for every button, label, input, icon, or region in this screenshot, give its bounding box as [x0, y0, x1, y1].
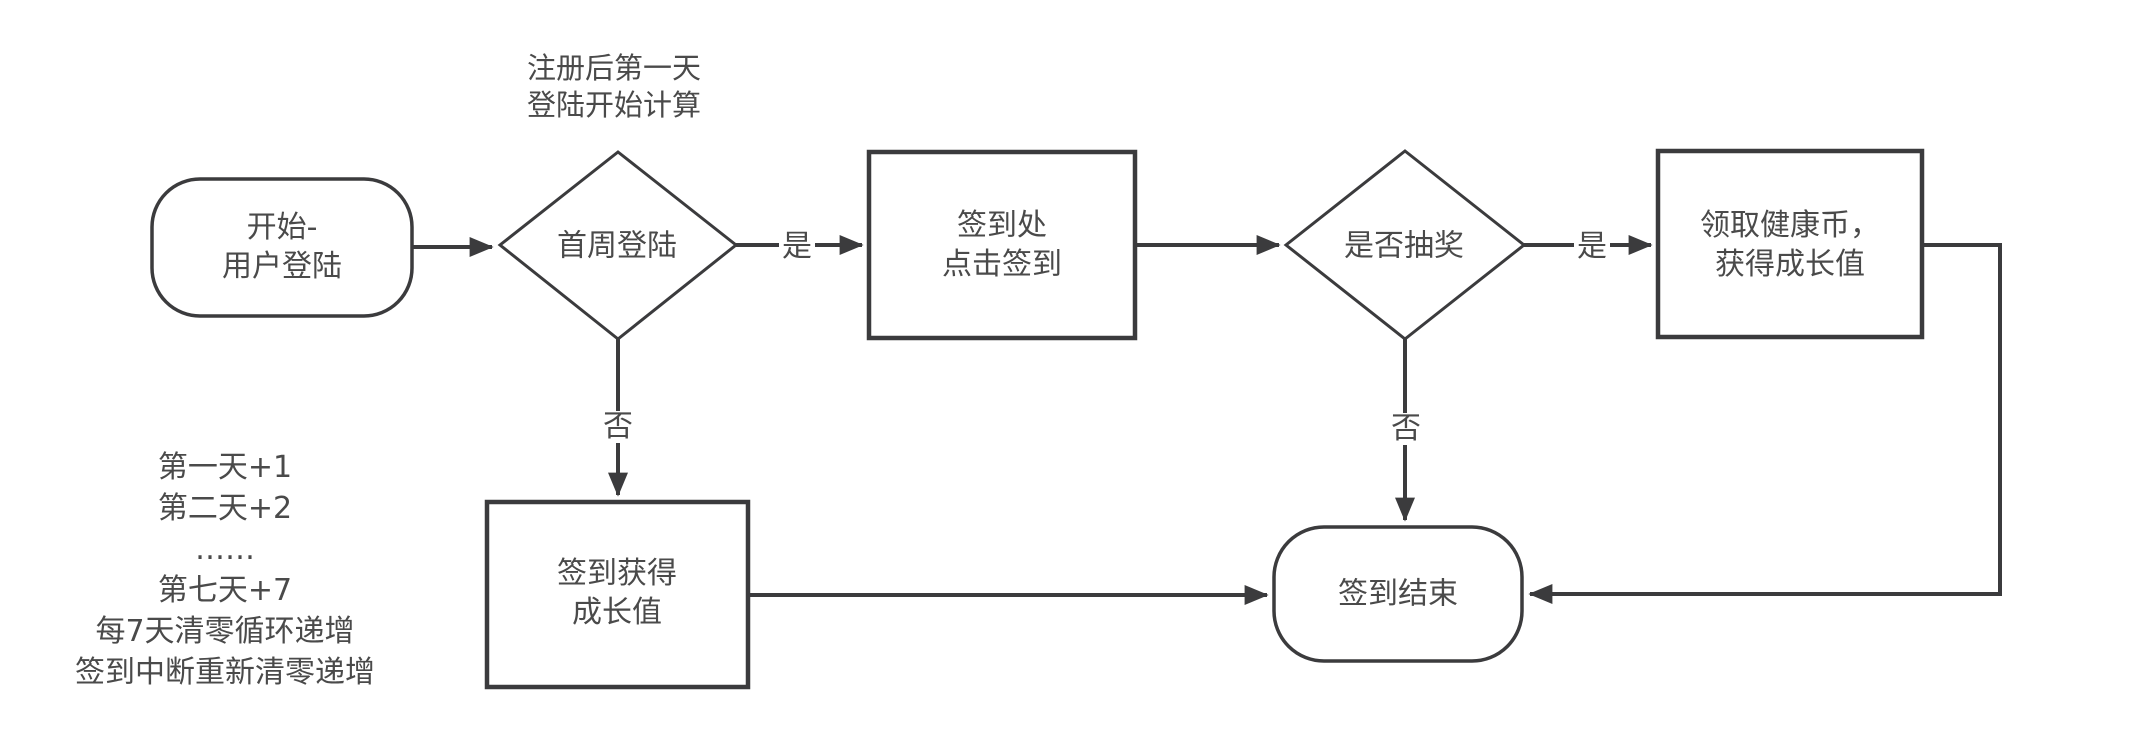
checkin-growth-line2: 成长值: [572, 595, 662, 630]
end-node-label: 签到结束: [1338, 576, 1458, 612]
registration-annotation-line1: 注册后第一天: [526, 51, 702, 85]
checkin-growth-line1: 签到获得: [557, 556, 677, 591]
growth-rules-note-line: 第二天+2: [157, 491, 293, 526]
growth-rules-note-line: 第一天+1: [157, 450, 293, 485]
end-node-shape: [1272, 525, 1524, 663]
first-week-login-decision-label: 首周登陆: [557, 228, 677, 264]
registration-annotation: 注册后第一天 登陆开始计算: [527, 50, 701, 124]
growth-rules-note-line: ……: [195, 532, 255, 567]
click-checkin-line2: 点击签到: [942, 247, 1062, 282]
edge-label-lottery-no: 否: [1388, 413, 1424, 445]
receive-coins-line1: 领取健康币，: [1700, 208, 1880, 243]
edge-receive-coins-to-end: [1528, 243, 2002, 604]
click-checkin-node-label: 签到处 点击签到: [942, 206, 1062, 284]
start-node-line1: 开始-: [246, 210, 318, 245]
click-checkin-node-shape: [866, 149, 1138, 341]
receive-coins-line2: 获得成长值: [1715, 247, 1865, 282]
growth-rules-note-line: 每7天清零循环递增: [95, 614, 355, 649]
receive-coins-node-label: 领取健康币， 获得成长值: [1700, 206, 1880, 284]
growth-rules-note: 第一天+1 第二天+2 …… 第七天+7 每7天清零循环递增 签到中断重新清零递…: [75, 447, 375, 693]
edge-label-first-week-yes: 是: [779, 231, 815, 263]
edge-label-first-week-no: 否: [600, 411, 636, 443]
registration-annotation-line2: 登陆开始计算: [526, 88, 702, 122]
growth-rules-note-line: 第七天+7: [157, 573, 293, 608]
checkin-growth-node-label: 签到获得 成长值: [557, 554, 677, 632]
checkin-growth-node-shape: [484, 499, 751, 690]
edge-label-lottery-yes: 是: [1574, 231, 1610, 263]
lottery-decision-label: 是否抽奖: [1344, 228, 1464, 264]
receive-coins-node-shape: [1655, 148, 1925, 340]
growth-rules-note-line: 签到中断重新清零递增: [75, 655, 375, 690]
start-node-label: 开始- 用户登陆: [222, 208, 342, 286]
click-checkin-line1: 签到处: [957, 208, 1047, 243]
start-node-line2: 用户登陆: [222, 249, 342, 284]
